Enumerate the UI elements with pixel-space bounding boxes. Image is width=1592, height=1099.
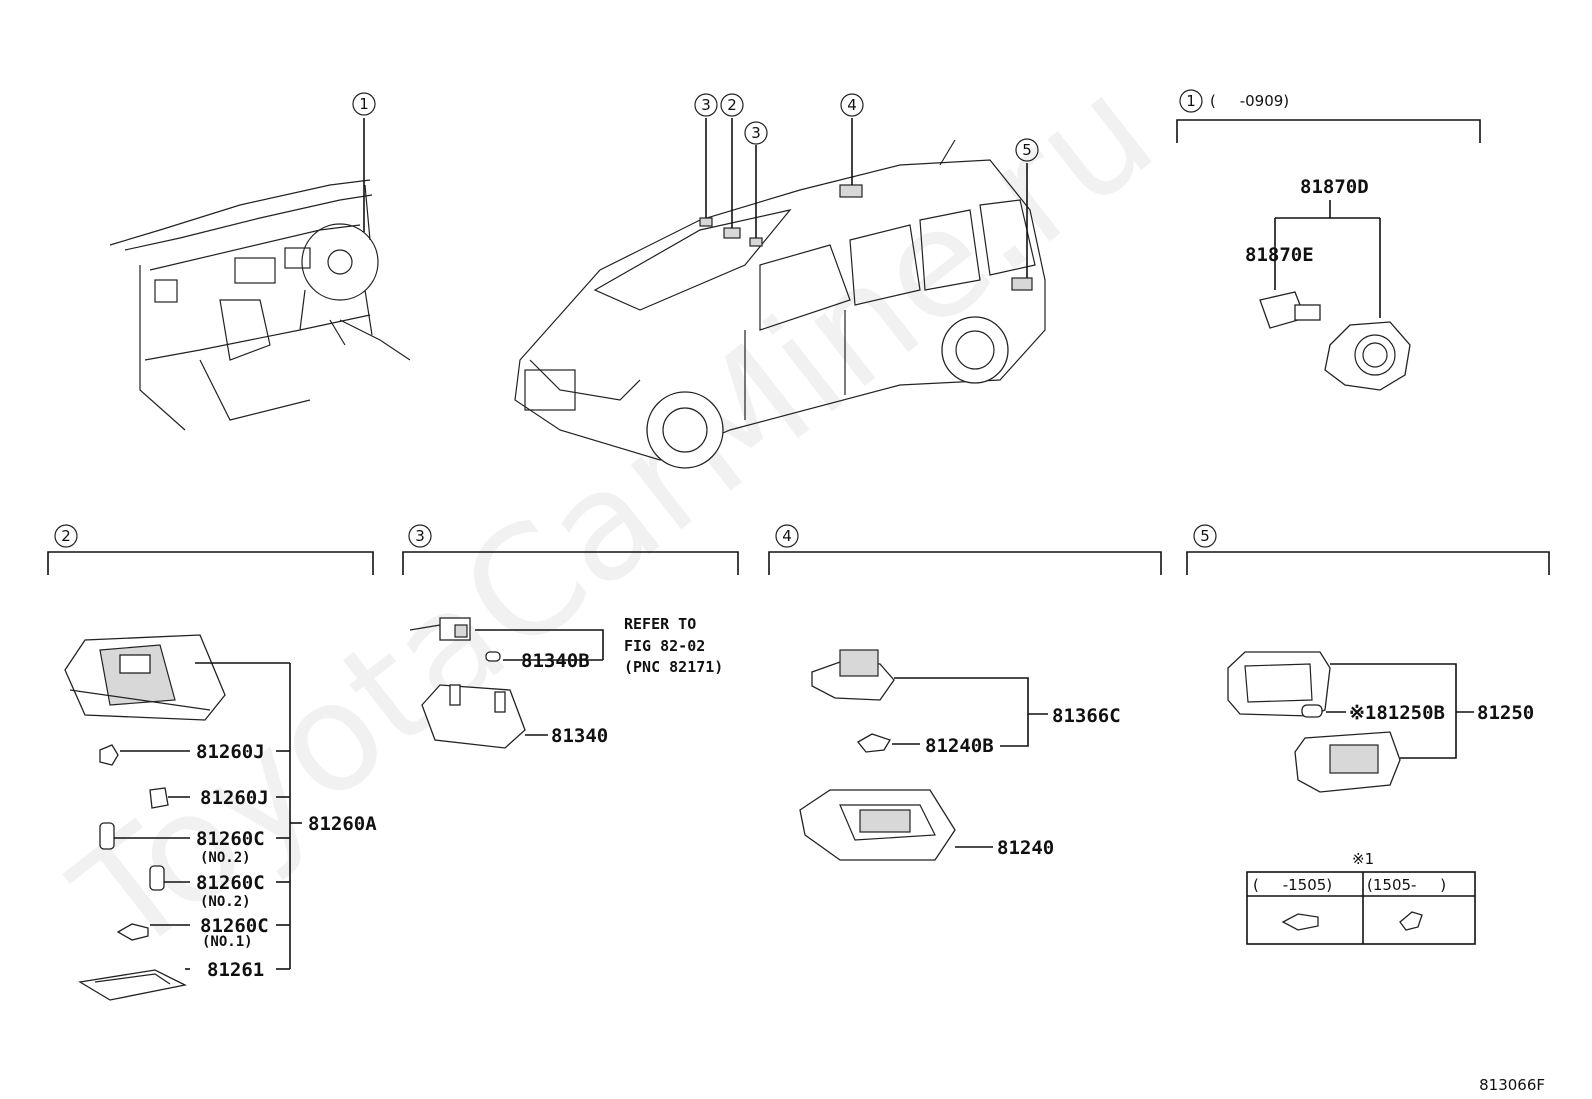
part-81260C-1-note: (NO.2)	[200, 850, 251, 866]
group-1: 1 ( -0909) 81870D 81870E	[1176, 89, 1481, 391]
callout-1-dash: 1	[359, 95, 369, 113]
dashboard-illustration: 1	[109, 92, 411, 431]
part-81260J-1: 81260J	[196, 741, 265, 763]
part-81250: 81250	[1477, 702, 1534, 724]
bulb-wedge-icon	[1281, 913, 1319, 931]
refer-line-3: (PNC 82171)	[624, 658, 723, 676]
part-81366C: 81366C	[1052, 705, 1121, 727]
figure-code: 813066F	[1479, 1076, 1545, 1094]
part-81870E: 81870E	[1245, 244, 1314, 266]
callout-2-van: 2	[727, 96, 737, 114]
part-81261: 81261	[207, 959, 264, 981]
note-table-col2-header: (1505- )	[1367, 876, 1446, 894]
group-3: 3 81340B REFER TO FIG 82-02 (PNC 82171) …	[402, 524, 739, 749]
group-5: 5 ※181250B 81250 ※1 ( -1505) (1505- )	[1186, 524, 1550, 945]
note-table-title: ※1	[1352, 850, 1374, 868]
part-81260A: 81260A	[308, 813, 377, 835]
callout-5-van: 5	[1022, 141, 1032, 159]
van-illustration: 3 2 3 4 5	[514, 93, 1046, 469]
group-4-callout: 4	[782, 527, 792, 545]
refer-line-2: FIG 82-02	[624, 637, 705, 655]
group-5-callout: 5	[1200, 527, 1210, 545]
part-81240B: 81240B	[925, 735, 994, 757]
group-2: 2 81260J 81260J 81260C (NO.2)	[47, 524, 377, 1001]
part-81260C-1: 81260C	[196, 828, 265, 850]
part-81340B: 81340B	[521, 650, 590, 672]
part-81260J-2: 81260J	[200, 787, 269, 809]
refer-line-1: REFER TO	[624, 615, 696, 633]
group-4: 4 81240B 81366C 81240	[768, 524, 1162, 861]
group-1-date-range: ( -0909)	[1210, 92, 1289, 110]
part-81260C-2-note: (NO.2)	[200, 894, 251, 910]
group-3-callout: 3	[415, 527, 425, 545]
callout-3-van-b: 3	[751, 124, 761, 142]
part-81260C-2: 81260C	[196, 872, 265, 894]
part-81250B: ※181250B	[1349, 702, 1445, 724]
bulb-t10-icon	[1399, 911, 1423, 931]
group-1-callout: 1	[1186, 92, 1196, 110]
part-81260C-3: 81260C	[200, 915, 269, 937]
part-81340: 81340	[551, 725, 608, 747]
part-81240: 81240	[997, 837, 1054, 859]
callout-4-van: 4	[847, 96, 857, 114]
note-table-col1-header: ( -1505)	[1253, 876, 1332, 894]
part-81870D: 81870D	[1300, 176, 1369, 198]
group-2-callout: 2	[61, 527, 71, 545]
callout-3-van-a: 3	[701, 96, 711, 114]
part-81260C-3-note: (NO.1)	[202, 934, 253, 950]
